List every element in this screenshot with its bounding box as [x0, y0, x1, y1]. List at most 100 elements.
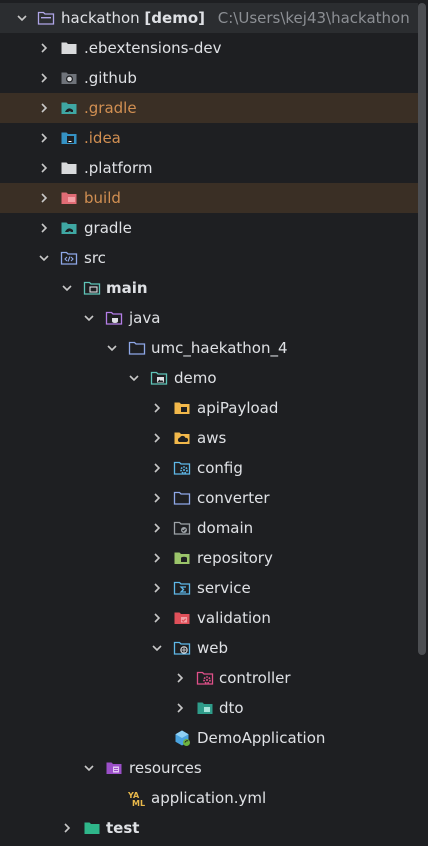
chevron-right-icon[interactable] [149, 513, 165, 543]
tree-row-github[interactable]: .github [0, 63, 418, 93]
chevron-down-icon[interactable] [81, 753, 97, 783]
chevron-right-icon[interactable] [36, 93, 52, 123]
chevron-right-icon[interactable] [149, 543, 165, 573]
chevron-right-icon[interactable] [59, 813, 75, 843]
vertical-scrollbar[interactable] [418, 3, 426, 655]
tree-row-validation[interactable]: validation [0, 603, 418, 633]
chevron-down-icon[interactable] [81, 303, 97, 333]
tree-row-main[interactable]: main [0, 273, 418, 303]
chevron-right-icon[interactable] [149, 453, 165, 483]
tree-item-label: repository [197, 549, 273, 567]
tree-item-label: demo [174, 369, 217, 387]
chevron-down-icon[interactable] [59, 273, 75, 303]
tree-item-label: dto [219, 699, 244, 717]
chevron-right-icon[interactable] [36, 123, 52, 153]
build-folder-icon [60, 189, 78, 207]
tree-item-label: web [197, 639, 229, 657]
folder-icon [60, 39, 78, 57]
chevron-right-icon[interactable] [172, 693, 188, 723]
dto-folder-icon [196, 699, 214, 717]
tree-item-label: build [84, 189, 121, 207]
tree-row-idea[interactable]: .idea [0, 123, 418, 153]
resources-folder-icon [105, 759, 123, 777]
tree-row-src[interactable]: src [0, 243, 418, 273]
tree-item-label: application.yml [151, 789, 267, 807]
domain-folder-icon [173, 519, 191, 537]
tree-item-label: .gradle [84, 99, 137, 117]
chevron-down-icon[interactable] [14, 3, 30, 33]
tree-row-web[interactable]: web [0, 633, 418, 663]
tree-row-converter[interactable]: converter [0, 483, 418, 513]
tree-item-label: .github [84, 69, 137, 87]
tree-item-label: DemoApplication [197, 729, 326, 747]
tree-item-label: src [84, 249, 106, 267]
tree-item-label: config [197, 459, 243, 477]
gradle-folder-icon [60, 99, 78, 117]
svg-text:ML: ML [132, 799, 145, 807]
chevron-down-icon[interactable] [104, 333, 120, 363]
tree-row-build[interactable]: build [0, 183, 418, 213]
chevron-right-icon[interactable] [149, 603, 165, 633]
java-folder-icon [105, 309, 123, 327]
github-folder-icon [60, 69, 78, 87]
tree-row-demo[interactable]: demo [0, 363, 418, 393]
tree-item-label: .ebextensions-dev [84, 39, 222, 57]
tree-item-label: controller [219, 669, 291, 687]
tree-item-label: aws [197, 429, 227, 447]
tree-row-platform[interactable]: .platform [0, 153, 418, 183]
chevron-right-icon[interactable] [149, 393, 165, 423]
chevron-right-icon[interactable] [149, 423, 165, 453]
tree-row-service[interactable]: service [0, 573, 418, 603]
chevron-right-icon[interactable] [36, 183, 52, 213]
repository-folder-icon [173, 549, 191, 567]
chevron-right-icon[interactable] [36, 213, 52, 243]
tree-row-dto[interactable]: dto [0, 693, 418, 723]
chevron-right-icon[interactable] [149, 483, 165, 513]
tree-row-resources[interactable]: resources [0, 753, 418, 783]
chevron-right-icon[interactable] [36, 63, 52, 93]
tree-item-label: .platform [84, 159, 153, 177]
spring-class-icon [173, 729, 191, 747]
tree-row-root[interactable]: hackathon [demo] C:\Users\kej43\hackatho… [0, 3, 418, 33]
chevron-down-icon[interactable] [149, 633, 165, 663]
chevron-down-icon[interactable] [126, 363, 142, 393]
tree-item-label: test [106, 819, 140, 837]
svg-text:YA: YA [127, 791, 140, 800]
tree-root-label: hackathon [demo] C:\Users\kej43\hackatho… [61, 3, 410, 33]
tree-item-label: java [129, 309, 161, 327]
idea-folder-icon [60, 129, 78, 147]
tree-row-config[interactable]: config [0, 453, 418, 483]
tree-row-java[interactable]: java [0, 303, 418, 333]
module-folder-icon [83, 279, 101, 297]
tree-row-umc-haekathon-4[interactable]: umc_haekathon_4 [0, 333, 418, 363]
chevron-right-icon[interactable] [172, 663, 188, 693]
api-folder-icon [173, 399, 191, 417]
tree-row-aws[interactable]: aws [0, 423, 418, 453]
config-folder-icon [173, 459, 191, 477]
tree-item-label: umc_haekathon_4 [151, 339, 288, 357]
service-folder-icon [173, 579, 191, 597]
tree-item-label: main [106, 279, 148, 297]
chevron-right-icon[interactable] [36, 153, 52, 183]
tree-row-domain[interactable]: domain [0, 513, 418, 543]
module-folder-icon [37, 9, 55, 27]
tree-row-dot-gradle[interactable]: .gradle [0, 93, 418, 123]
root-module: [demo] [144, 9, 205, 27]
tree-item-label: service [197, 579, 251, 597]
tree-row-ebextensions-dev[interactable]: .ebextensions-dev [0, 33, 418, 63]
chevron-right-icon[interactable] [149, 573, 165, 603]
chevron-right-icon[interactable] [36, 33, 52, 63]
tree-item-label: .idea [84, 129, 121, 147]
tree-row-test[interactable]: test [0, 813, 418, 843]
tree-item-label: apiPayload [197, 399, 279, 417]
converter-folder-icon [173, 489, 191, 507]
tree-row-controller[interactable]: controller [0, 663, 418, 693]
tree-item-label: gradle [84, 219, 132, 237]
chevron-down-icon[interactable] [36, 243, 52, 273]
tree-row-demoapplication[interactable]: DemoApplication [0, 723, 418, 753]
tree-row-gradle[interactable]: gradle [0, 213, 418, 243]
tree-row-repository[interactable]: repository [0, 543, 418, 573]
package-folder-icon [128, 339, 146, 357]
tree-row-apipayload[interactable]: apiPayload [0, 393, 418, 423]
